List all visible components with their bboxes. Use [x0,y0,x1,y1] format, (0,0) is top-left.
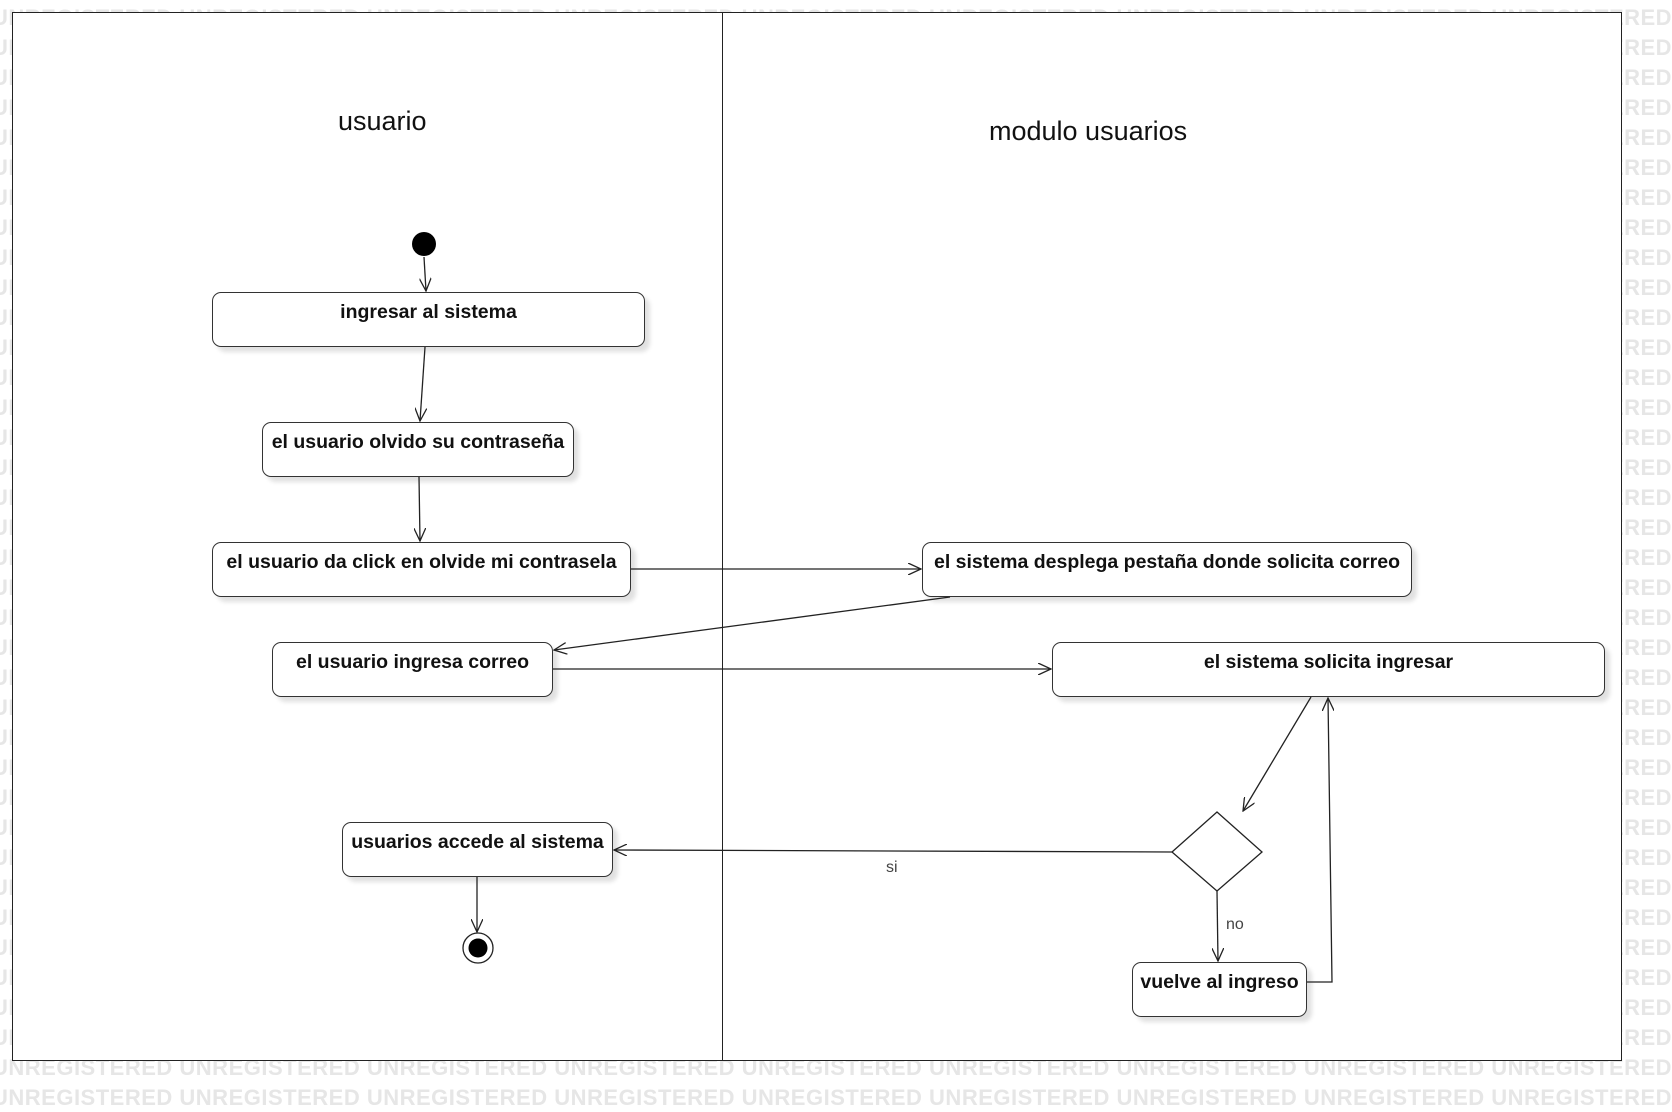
action-usuario-olvido-contrasena[interactable]: el usuario olvido su contraseña [262,422,574,477]
action-sistema-desplega-pestana[interactable]: el sistema desplega pestaña donde solici… [922,542,1412,597]
edge-olvido-to-click [419,476,420,541]
edge-solicita-to-decision [1243,696,1312,811]
edge-ingresar-to-olvido [420,346,425,421]
action-usuario-ingresa-correo[interactable]: el usuario ingresa correo [272,642,553,697]
guard-label-no: no [1226,916,1244,933]
edge-decision-to-accede [614,850,1173,852]
guard-label-si: si [886,859,898,876]
diagram-frame [12,12,1622,1061]
action-ingresar-al-sistema[interactable]: ingresar al sistema [212,292,645,347]
action-sistema-solicita-ingresar[interactable]: el sistema solicita ingresar [1052,642,1605,697]
action-vuelve-al-ingreso[interactable]: vuelve al ingreso [1132,962,1307,1017]
edge-start-to-ingresar [424,256,426,291]
edge-decision-to-vuelve [1217,890,1218,961]
final-node-core [468,938,488,958]
swimlane-divider [722,12,723,1061]
initial-node [412,232,436,256]
action-click-olvide-contrasena[interactable]: el usuario da click en olvide mi contras… [212,542,631,597]
lane-title-usuario: usuario [338,106,427,136]
edge-desplega-to-ingresa-correo [554,596,951,650]
action-usuarios-accede-al-sistema[interactable]: usuarios accede al sistema [342,822,613,877]
edge-vuelve-to-solicita [1307,698,1332,983]
decision-diamond [1171,811,1263,892]
lane-title-modulo-usuarios: modulo usuarios [989,116,1188,146]
